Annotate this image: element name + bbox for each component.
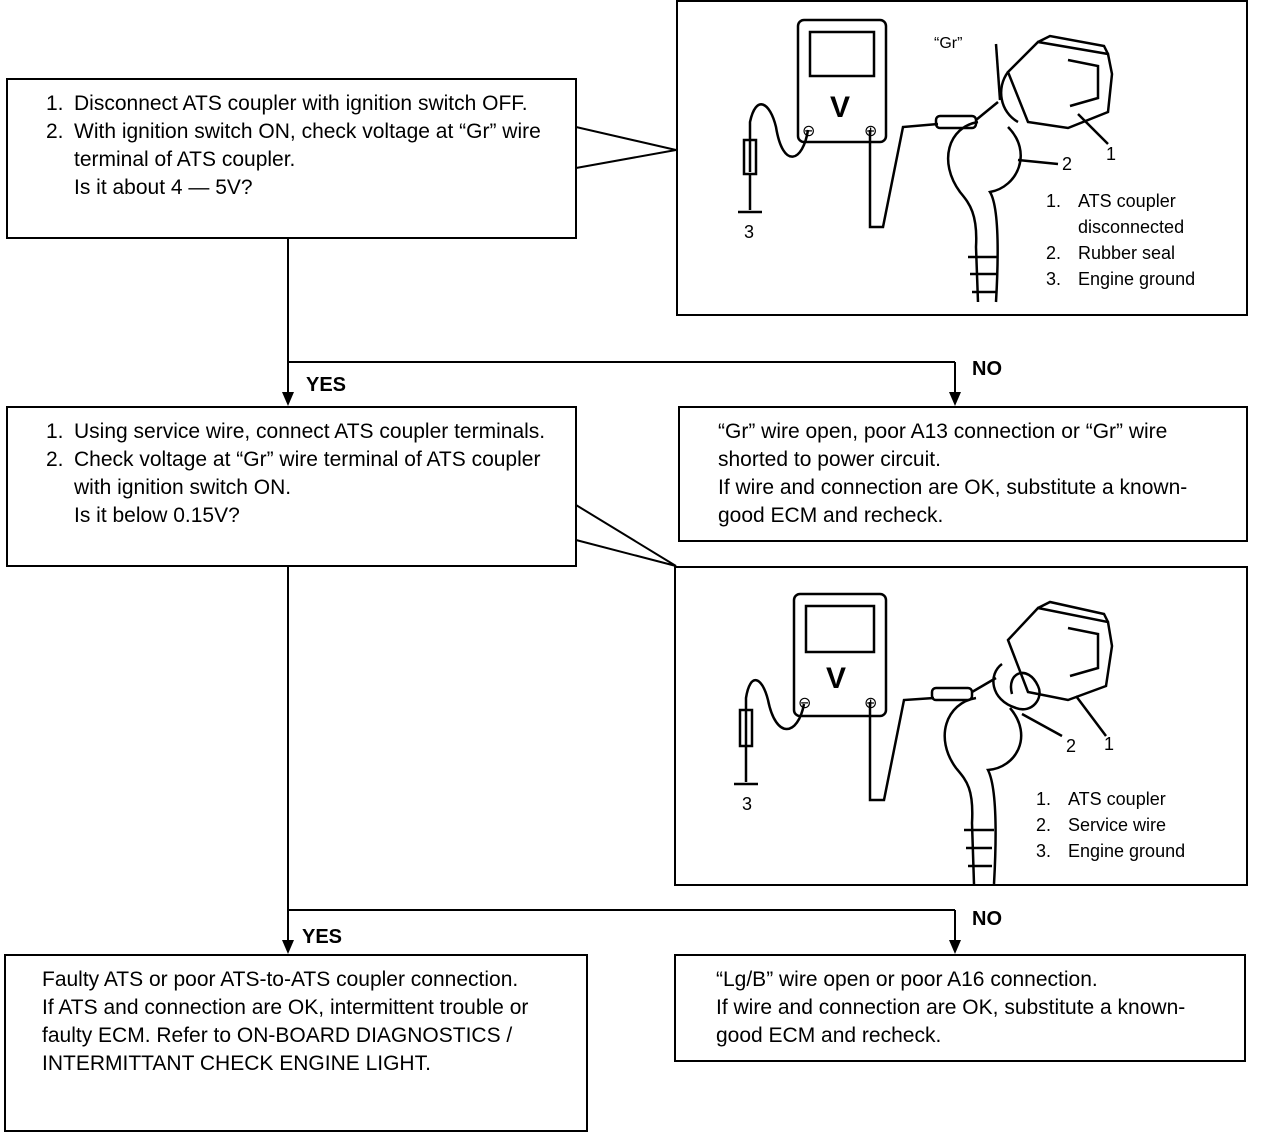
no2-result-line-1: “Lg/B” wire open or poor A16 connection. [716,968,1098,991]
figure1-callout-3: 3 [744,222,754,242]
positive-lead-icon [868,122,939,229]
figure1-illustration: V ⊖ ⊕ “Gr” 1 2 3 [738,18,1116,303]
yes2-arrowhead [282,940,294,954]
service-wire-icon [992,662,1041,711]
figure1-legend-item-3: 3.Engine ground [1046,269,1196,289]
ground-probe-icon [744,679,806,748]
svg-text:⊖: ⊖ [802,121,815,140]
figure1-pointer [575,126,677,169]
yes1-arrowhead [282,392,294,406]
figure1-legend-item-2: 2.Rubber seal [1046,243,1176,263]
yes2-result-line-1: Faulty ATS or poor ATS-to-ATS coupler co… [42,968,519,991]
no1-arrowhead [949,392,961,406]
step1-item-2: 2.With ignition switch ON, check voltage… [46,120,541,171]
no1-result-line-2: If wire and connection are OK, substitut… [718,476,1188,527]
step2-question: Is it below 0.15V? [74,504,240,527]
svg-text:⊕: ⊕ [864,693,877,712]
figure2-callout-3: 3 [742,794,752,814]
figure1-legend-item-1: 1.ATS coupler disconnected [1046,191,1185,237]
gr-wire-label: “Gr” [934,35,962,52]
step2-item-2: 2.Check voltage at “Gr” wire terminal of… [46,448,541,499]
no1-result-line-1: “Gr” wire open, poor A13 connection or “… [718,420,1168,471]
figure1-callout-1: 1 [1106,144,1116,164]
branch2-no-label: NO [972,908,1002,930]
step1-list: 1.Disconnect ATS coupler with ignition s… [34,90,547,174]
rubber-seal-icon [946,120,1022,303]
coupler-icon [1006,40,1114,130]
figure2-pointer [575,504,677,567]
branch1-no-label: NO [972,358,1002,380]
figure2-callout-1: 1 [1104,734,1114,754]
step2-box: 1.Using service wire, connect ATS couple… [6,406,577,567]
no2-arrowhead [949,940,961,954]
figure1-legend: 1.ATS coupler disconnected 2.Rubber seal… [1046,188,1236,292]
figure2-legend-item-1: 1.ATS coupler [1036,789,1166,809]
figure2-legend-item-3: 3.Engine ground [1036,841,1186,861]
branch2-yes-label: YES [302,926,343,948]
yes2-result-box: Faulty ATS or poor ATS-to-ATS coupler co… [4,954,588,1132]
no2-result-line-2: If wire and connection are OK, substitut… [716,996,1186,1047]
svg-text:⊖: ⊖ [798,693,811,712]
step1-item-1: 1.Disconnect ATS coupler with ignition s… [46,92,528,115]
figure1-callout-2: 2 [1062,154,1072,174]
voltmeter-icon [796,18,888,144]
figure2-callout-2: 2 [1066,736,1076,756]
figure2-illustration: V ⊖ ⊕ 1 2 3 [734,592,1114,884]
no2-result-box: “Lg/B” wire open or poor A16 connection.… [674,954,1246,1062]
coupler-icon [1006,606,1114,702]
positive-lead-icon [868,696,935,802]
branch1-yes-label: YES [306,374,347,396]
rubber-seal-icon [943,696,1023,884]
figure2-legend: 1.ATS coupler 2.Service wire 3.Engine gr… [1036,786,1236,864]
figure1-box: V ⊖ ⊕ “Gr” 1 2 3 1.ATS coupler disconnec… [676,0,1248,316]
step2-item-1: 1.Using service wire, connect ATS couple… [46,420,546,443]
figure2-legend-item-2: 2.Service wire [1036,815,1167,835]
ground-probe-icon [748,103,810,172]
meter-v-label: V [830,91,850,124]
step1-question: Is it about 4 — 5V? [74,176,253,199]
meter-v-label: V [826,662,846,695]
figure2-box: V ⊖ ⊕ 1 2 3 1.ATS coupler 2.Service wire… [674,566,1248,886]
svg-text:⊕: ⊕ [864,121,877,140]
step1-box: 1.Disconnect ATS coupler with ignition s… [6,78,577,239]
no1-result-box: “Gr” wire open, poor A13 connection or “… [678,406,1248,542]
step2-list: 1.Using service wire, connect ATS couple… [34,418,547,502]
voltmeter-icon [792,592,888,718]
yes2-result-line-2: If ATS and connection are OK, intermitte… [42,996,529,1075]
